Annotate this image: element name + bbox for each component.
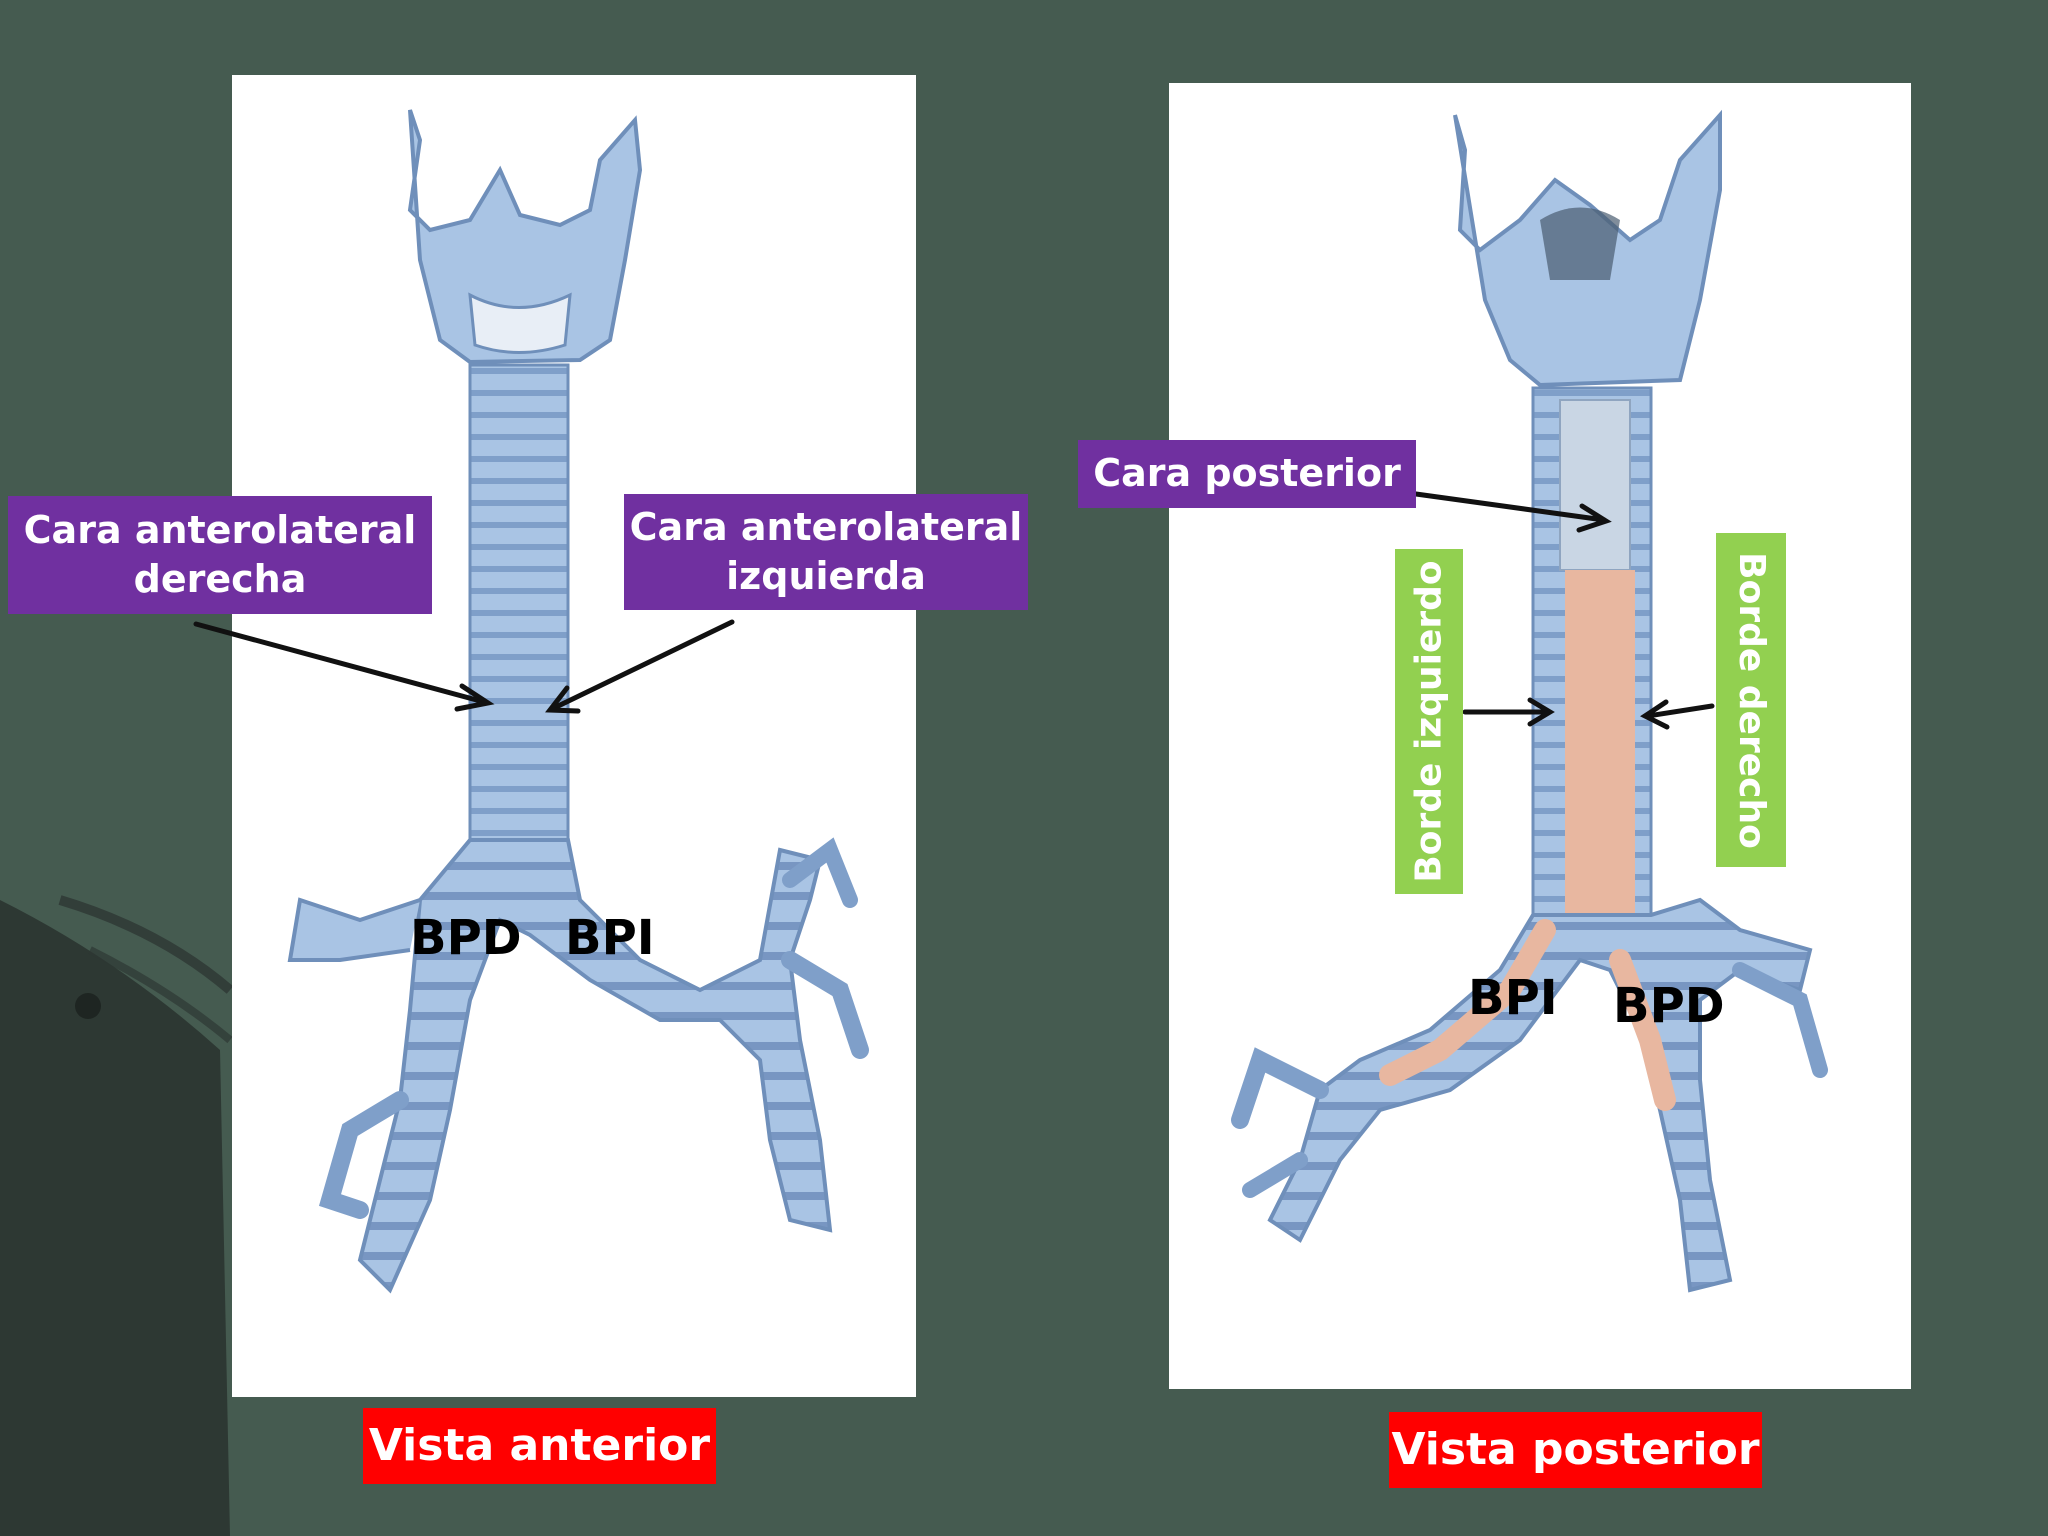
label-cara-anterolateral-izquierda: Cara anterolateral izquierda (624, 494, 1028, 610)
bullet-dot (75, 993, 101, 1019)
label-bpd-posterior: BPD (1613, 978, 1725, 1034)
label-bpd-anterior: BPD (410, 910, 522, 966)
posterior-membrane-upper (1559, 399, 1631, 571)
label-line: izquierda (726, 554, 926, 598)
arrow-borde-derecho (1645, 703, 1715, 719)
posterior-larynx (1453, 109, 1722, 388)
label-borde-derecho: Borde derecho (1716, 533, 1786, 867)
label-borde-izquierdo: Borde izquierdo (1395, 549, 1463, 894)
label-line: Cara anterolateral (23, 507, 417, 552)
anterior-larynx (407, 109, 643, 365)
label-bpi-posterior: BPI (1468, 970, 1558, 1026)
label-line: Cara anterolateral (629, 504, 1023, 549)
label-text: Borde izquierdo (1408, 560, 1450, 883)
posterior-bronchi (1231, 897, 1828, 1293)
arrow-cara-antero-izquierda (551, 619, 735, 711)
caption-vista-posterior: Vista posterior (1389, 1412, 1762, 1488)
arrow-cara-posterior (1413, 491, 1607, 523)
caption-vista-anterior: Vista anterior (363, 1408, 716, 1484)
arrow-cara-antero-derecha (193, 621, 487, 705)
label-text: Borde derecho (1730, 551, 1772, 849)
anterior-trachea (468, 363, 570, 847)
label-cara-posterior: Cara posterior (1078, 440, 1416, 508)
label-bpi-anterior: BPI (565, 910, 655, 966)
label-cara-anterolateral-derecha: Cara anterolateral derecha (8, 496, 432, 614)
posterior-membrane (1565, 570, 1635, 930)
anterior-bronchi (287, 837, 869, 1294)
label-line: derecha (133, 557, 307, 601)
